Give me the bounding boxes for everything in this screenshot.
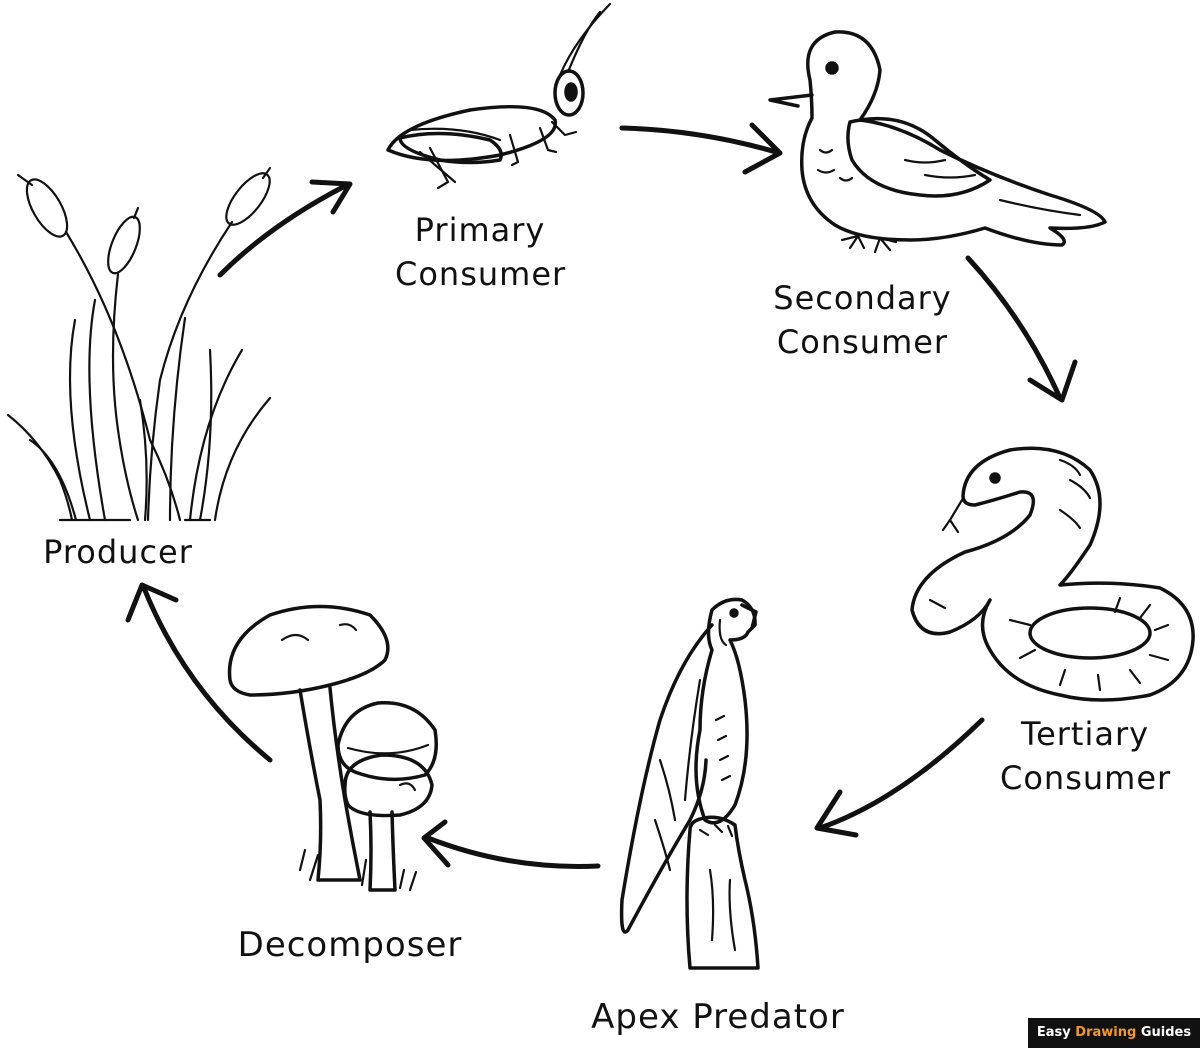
snake-icon xyxy=(910,446,1195,702)
arrow-apex-to-decomposer xyxy=(421,819,601,869)
arrow-decomposer-to-producer xyxy=(125,582,273,763)
arrow-tertiary-to-apex xyxy=(814,717,985,838)
label-producer-text: Producer xyxy=(43,533,193,571)
label-secondary-consumer: Secondary Consumer xyxy=(770,276,955,364)
label-decomposer-text: Decomposer xyxy=(237,925,463,965)
pigeon-icon xyxy=(768,30,1107,254)
grasshopper-icon xyxy=(386,2,612,190)
arrow-primary-to-secondary xyxy=(619,122,783,175)
label-primary-line1: Primary xyxy=(414,211,546,249)
cattail-grass-icon xyxy=(6,166,272,522)
arrow-producer-to-primary xyxy=(217,179,353,278)
label-apex-predator: Apex Predator xyxy=(588,995,848,1039)
watermark-part2: Drawing xyxy=(1075,1025,1137,1040)
label-tertiary-line2: Consumer xyxy=(1000,759,1172,797)
arrow-secondary-to-tertiary xyxy=(965,255,1078,403)
watermark-part3: Guides xyxy=(1136,1025,1192,1040)
label-secondary-line2: Consumer xyxy=(776,323,949,361)
label-producer: Producer xyxy=(38,530,198,574)
label-tertiary-line1: Tertiary xyxy=(1020,715,1150,753)
label-apex-text: Apex Predator xyxy=(591,997,845,1037)
watermark-badge: Easy Drawing Guides xyxy=(1028,1018,1200,1048)
label-secondary-line1: Secondary xyxy=(773,279,952,317)
watermark-part1: Easy xyxy=(1036,1025,1076,1040)
falcon-icon xyxy=(619,597,760,970)
label-tertiary-consumer: Tertiary Consumer xyxy=(1000,712,1170,800)
label-decomposer: Decomposer xyxy=(235,923,465,967)
mushroom-icon xyxy=(227,604,438,892)
label-primary-line2: Consumer xyxy=(395,255,567,293)
label-primary-consumer: Primary Consumer xyxy=(395,208,565,296)
